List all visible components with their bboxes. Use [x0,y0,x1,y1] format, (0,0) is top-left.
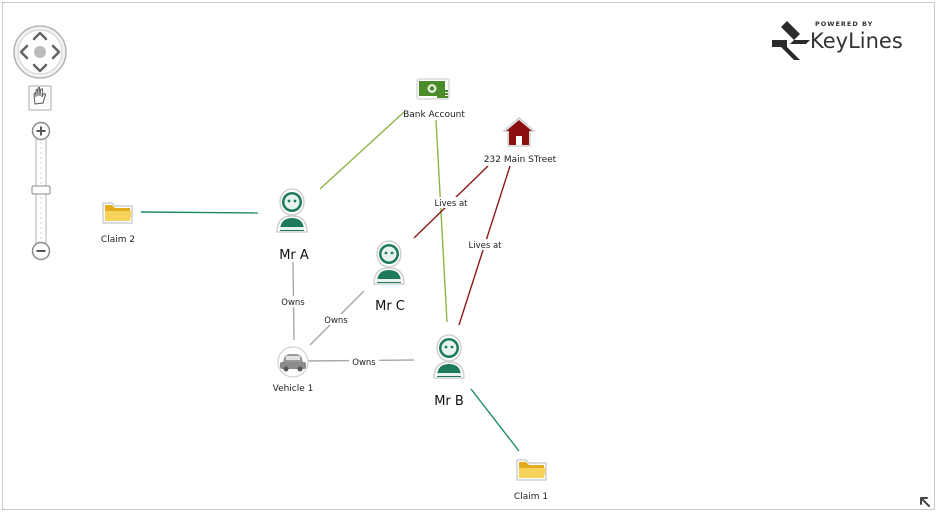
link-labels-layer: Owns Owns Owns Lives at Lives at [278,197,504,368]
graph-frame [2,2,935,510]
keylines-logo[interactable]: POWERED BY KeyLines [772,20,903,60]
pan-left-icon[interactable] [19,44,29,60]
links-layer [140,111,520,452]
link-label-owns-c: Owns [324,316,348,326]
node-mr-a[interactable]: Mr A [276,188,309,263]
link-label-owns-a: Owns [281,298,305,308]
arrow-up-left-icon [920,497,930,507]
node-bank-account[interactable]: Bank Account [403,78,465,120]
node-vehicle1[interactable]: Vehicle 1 [273,346,314,394]
link-mr-a-bank-account[interactable] [319,111,405,190]
person-icon [433,334,465,379]
pan-center-icon[interactable] [34,46,46,58]
hand-tool-icon [33,86,47,105]
link-bank-account-mr-b[interactable] [435,119,448,323]
folder-icon [516,459,547,481]
zoom-control[interactable] [31,121,51,261]
zoom-slider-thumb[interactable] [31,185,51,195]
pan-up-icon[interactable] [32,31,48,41]
link-label-lives-at-b: Lives at [468,241,502,251]
node-label-bank-account: Bank Account [403,110,465,120]
link-label-lives-at-c: Lives at [434,199,468,209]
link-claim2-mr-a[interactable] [140,211,259,214]
node-label-mr-c: Mr C [375,299,405,314]
folder-icon [102,202,133,224]
money-icon [416,78,450,100]
node-label-claim2: Claim 2 [101,235,135,245]
person-icon [276,188,308,233]
node-claim1[interactable]: Claim 1 [514,459,548,502]
node-claim2[interactable]: Claim 2 [101,202,135,245]
person-icon [373,240,405,285]
hand-tool-button[interactable] [28,85,52,111]
node-label-mr-b: Mr B [434,394,464,409]
pan-down-icon[interactable] [32,63,48,73]
zoom-out-button[interactable] [31,241,51,261]
powered-by-label: POWERED BY [815,20,873,28]
keylines-logo-mark-icon [772,21,810,60]
pan-right-icon[interactable] [51,44,61,60]
link-label-owns-b: Owns [352,358,376,368]
zoom-in-icon [36,126,46,136]
link-mr-b-claim1[interactable] [470,388,520,452]
node-mr-b[interactable]: Mr B [433,334,465,409]
car-icon [277,346,309,378]
navigation-pad[interactable] [13,25,67,79]
house-icon [501,117,537,147]
zoom-in-button[interactable] [31,121,51,141]
node-address[interactable]: 232 Main STreet [484,117,557,165]
node-label-vehicle1: Vehicle 1 [273,384,314,394]
node-mr-c[interactable]: Mr C [373,240,405,314]
node-label-address: 232 Main STreet [484,155,557,165]
node-label-claim1: Claim 1 [514,492,548,502]
fullscreen-button[interactable] [917,494,932,509]
node-label-mr-a: Mr A [279,248,309,263]
keylines-wordmark: KeyLines [810,29,903,53]
